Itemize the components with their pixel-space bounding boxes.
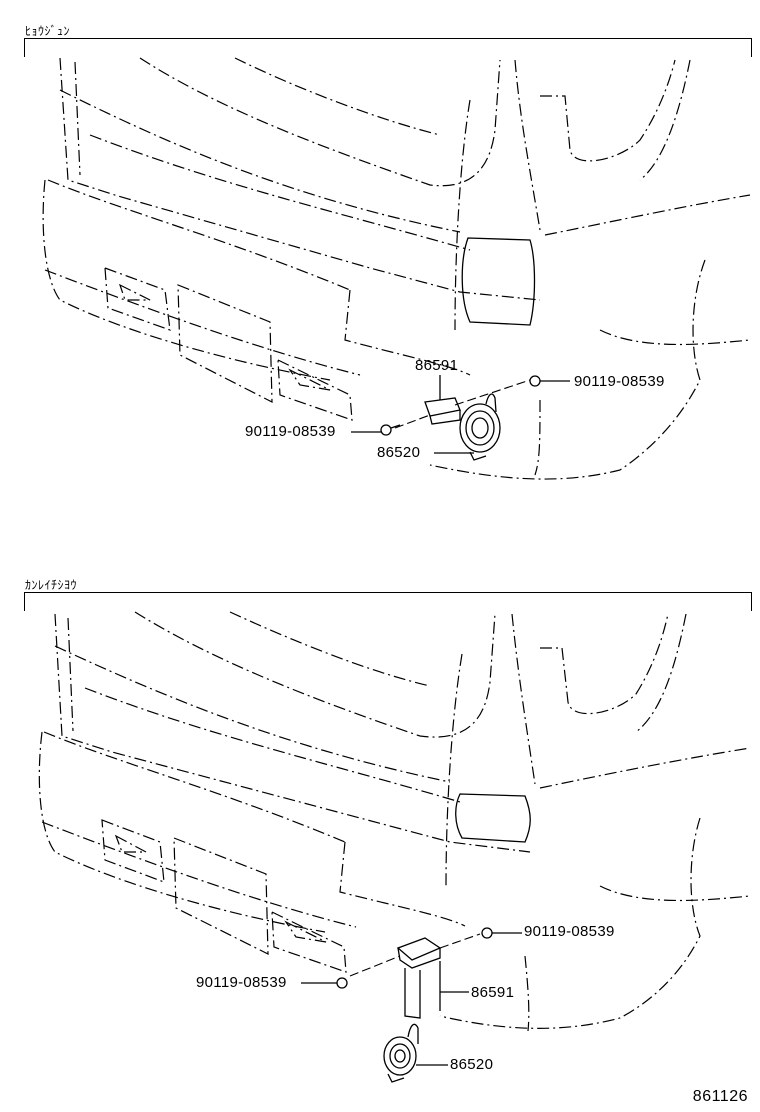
- section-bracket: [24, 592, 752, 611]
- vehicle-front-illustration: [42, 57, 751, 480]
- section-title: ﾋｮｳｼﾞｭﾝ: [25, 24, 71, 38]
- callout-bolt-right: 90119-08539: [574, 373, 665, 390]
- callout-bolt-right: 90119-08539: [524, 923, 615, 940]
- callout-bracket-86591: 86591: [415, 357, 459, 374]
- callout-horn-86520: 86520: [377, 444, 421, 461]
- section-standard: ﾋｮｳｼﾞｭﾝ: [24, 24, 752, 480]
- callout-bracket-86591: 86591: [471, 984, 515, 1001]
- callout-bolt-left: 90119-08539: [245, 423, 336, 440]
- section-cold-climate: ｶﾝﾚｲﾁｼﾖｳ: [0, 556, 760, 1112]
- diagram-id: 861126: [692, 1088, 748, 1105]
- section-bracket: [24, 38, 752, 57]
- vehicle-front-illustration: [38, 611, 751, 1083]
- callout-horn-86520: 86520: [450, 1056, 494, 1073]
- callout-bolt-left: 90119-08539: [196, 974, 287, 991]
- section-title: ｶﾝﾚｲﾁｼﾖｳ: [25, 578, 78, 592]
